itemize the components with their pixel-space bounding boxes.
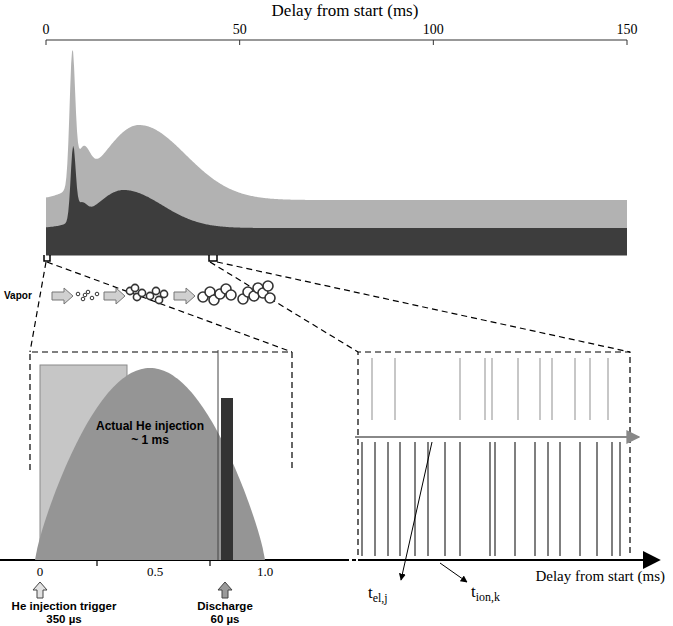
node-label: Actual He injection ~ 1 ms xyxy=(94,420,206,448)
zoom-bracket xyxy=(209,255,217,261)
ion-events xyxy=(362,442,620,556)
electron-axis xyxy=(355,436,639,438)
zoom-bracket xyxy=(44,255,50,261)
tick-label: 0 xyxy=(43,22,50,37)
particle-clusters xyxy=(76,281,275,305)
time-symbol: tion,k xyxy=(471,583,500,604)
event-label: He injection trigger 350 µs xyxy=(2,600,126,625)
event-label: Discharge 60 µs xyxy=(192,600,258,625)
electron-events xyxy=(372,358,608,420)
block-arrows xyxy=(52,288,195,304)
symbol-base: t xyxy=(368,583,373,602)
tick-label: 100 xyxy=(423,22,444,37)
axis-title: Delay from start (ms) xyxy=(535,568,665,585)
top-axis xyxy=(46,39,627,40)
tick-label: 1.0 xyxy=(257,565,273,579)
leader-line xyxy=(440,563,467,582)
tick-label: 0 xyxy=(37,565,44,579)
symbol-base: t xyxy=(471,582,476,601)
histogram-dark xyxy=(46,146,627,255)
time-symbol: tel,j xyxy=(368,584,388,605)
histogram-light xyxy=(46,50,627,255)
injection-bell: Actual He injection ~ 1 ms xyxy=(35,368,265,560)
axis-title: Delay from start (ms) xyxy=(272,2,419,21)
discharge-bar xyxy=(221,398,233,560)
symbol-subscript: el,j xyxy=(373,591,388,605)
discharge-arrow xyxy=(218,582,232,598)
trigger-arrow xyxy=(33,582,47,598)
tick-label: 50 xyxy=(233,22,247,37)
symbol-subscript: ion,k xyxy=(476,590,500,604)
bell-shape xyxy=(35,368,265,560)
tick-label: 0.5 xyxy=(147,565,163,579)
stage-label: Vapor xyxy=(4,290,32,301)
time-axis xyxy=(358,559,659,561)
tick-label: 150 xyxy=(617,22,638,37)
axis-ticks xyxy=(46,40,627,45)
leader-line xyxy=(401,442,432,580)
